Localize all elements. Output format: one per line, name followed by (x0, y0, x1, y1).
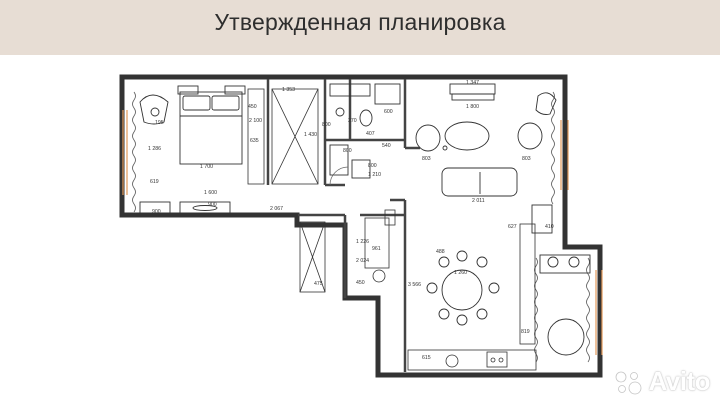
dining-set (426, 250, 500, 326)
inner-walls (266, 79, 420, 372)
wardrobe-bedroom (247, 88, 319, 185)
corridor-shelf (364, 209, 396, 283)
dim-label: 450 (248, 104, 257, 110)
dim-label: 619 (150, 179, 159, 185)
dim-label: 1 800 (466, 104, 479, 110)
bed (177, 85, 246, 165)
dim-label: 1 347 (466, 80, 479, 86)
dim-label: 1 210 (368, 172, 381, 178)
dim-label: 819 (521, 329, 530, 335)
kitchen-units (407, 223, 537, 371)
dim-label: 407 (366, 131, 375, 137)
dim-label: 488 (436, 249, 445, 255)
dining-table-top (415, 83, 543, 152)
dim-label: 1 430 (304, 132, 317, 138)
dim-label: 195 (155, 120, 164, 126)
dim-label: 1 700 (200, 164, 213, 170)
armchair-living (535, 92, 557, 115)
header-band (0, 0, 720, 55)
dim-label: 1 600 (204, 190, 217, 196)
doors (329, 166, 349, 186)
dim-label: 1 226 (356, 239, 369, 245)
dim-label: 2 024 (356, 258, 369, 264)
wardrobe-corridor (299, 221, 326, 293)
dim-label: 3 566 (408, 282, 421, 288)
dim-label: 800 (343, 148, 352, 154)
dim-label: 270 (348, 118, 357, 124)
dim-label: 1 353 (282, 87, 295, 93)
outer-walls (119, 74, 603, 378)
dim-label: 475 (314, 281, 323, 287)
dim-label: 900 (208, 202, 217, 208)
dim-label: 1 286 (148, 146, 161, 152)
dresser-bedroom (139, 201, 231, 215)
dim-label: 2 067 (270, 206, 283, 212)
bathroom-fixtures (329, 83, 401, 179)
dim-label: 800 (322, 122, 331, 128)
dim-label: 600 (384, 109, 393, 115)
dim-label: 2 100 (249, 118, 262, 124)
dim-label: 635 (250, 138, 259, 144)
dim-label: 410 (545, 224, 554, 230)
sofa (441, 167, 518, 197)
dim-label: 450 (356, 280, 365, 286)
avito-logo-icon (613, 369, 643, 395)
dim-label: 1 260 (454, 270, 467, 276)
dim-label: 615 (422, 355, 431, 361)
curtains (132, 91, 590, 363)
dim-label: 627 (508, 224, 517, 230)
dim-label: 961 (372, 246, 381, 252)
dim-label: 803 (522, 156, 531, 162)
windows (122, 110, 603, 355)
avito-watermark: Avito (613, 366, 710, 397)
page-title: Утвержденная планировка (214, 9, 506, 35)
dim-label: 900 (152, 209, 161, 215)
dimension-labels: 1 353 1 347 1 800 450 2 100 635 1 286 1 … (148, 80, 554, 361)
avito-watermark-text: Avito (648, 366, 710, 396)
dim-label: 803 (422, 156, 431, 162)
dim-label: 2 011 (472, 198, 485, 204)
dim-label: 540 (382, 143, 391, 149)
dim-label: 800 (368, 163, 377, 169)
balcony-furniture (531, 204, 591, 356)
armchair-bedroom (139, 94, 169, 125)
